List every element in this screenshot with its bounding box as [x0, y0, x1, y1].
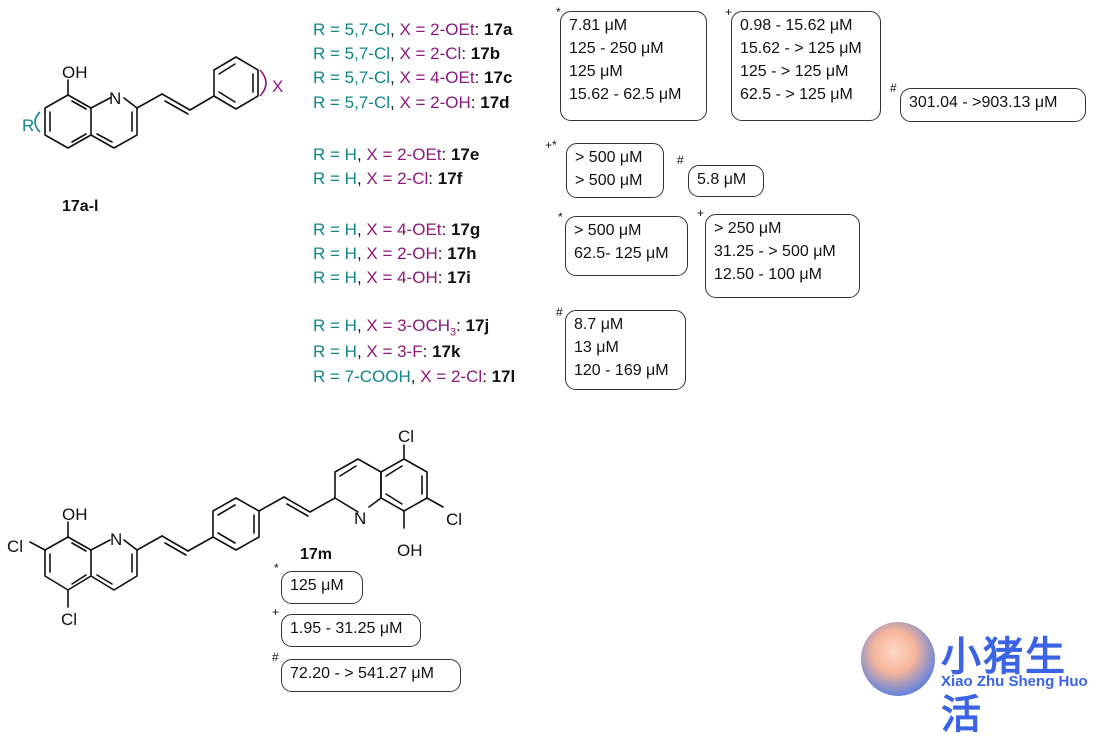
- benzene-ring-left: [44, 94, 92, 149]
- n-label: N: [109, 89, 121, 108]
- oh-left: OH: [62, 505, 88, 524]
- marker-m-hash: #: [272, 650, 279, 664]
- marker-star-3: *: [558, 210, 563, 224]
- structure-17m: OH Cl Cl N N Cl Cl OH: [7, 427, 462, 629]
- value-box-m-hash: 72.20 - > 541.27 μM: [281, 659, 461, 692]
- marker-hash-4: #: [556, 305, 563, 319]
- value-box-hash: 301.04 - >903.13 μM: [900, 88, 1086, 122]
- marker-plus-3: +: [697, 206, 705, 220]
- value-box-hash-2: 5.8 μM: [688, 165, 764, 197]
- watermark-text-en: Xiao Zhu Sheng Huo: [941, 673, 1088, 690]
- r-label: R: [22, 116, 34, 135]
- benzene-ring-17m-right: [380, 458, 428, 512]
- benzene-ring-17m-left: [44, 536, 92, 591]
- pyridine-ring: [90, 97, 111, 109]
- structure-17a-l: OH N R X: [22, 56, 283, 149]
- marker-m-plus: +: [272, 605, 280, 619]
- value-box-plus-star: > 500 μM > 500 μM: [566, 143, 664, 198]
- row-17d: R = 5,7-Cl, X = 2-OH: 17d: [313, 93, 510, 112]
- marker-m-star: *: [274, 561, 279, 575]
- value-box-m-star: 125 μM: [281, 571, 363, 604]
- value-box-m-plus: 1.95 - 31.25 μM: [281, 614, 421, 647]
- row-17g: R = H, X = 4-OEt: 17g: [313, 220, 481, 239]
- x-label: X: [272, 77, 283, 96]
- value-box-plus: 0.98 - 15.62 μM 15.62 - > 125 μM 125 - >…: [731, 11, 881, 121]
- marker-plus-star: +*: [545, 138, 557, 152]
- value-box-star-3: > 500 μM 62.5- 125 μM: [565, 216, 688, 276]
- row-17f: R = H, X = 2-Cl: 17f: [313, 169, 463, 188]
- marker-star: *: [556, 5, 561, 19]
- cl-left-top: Cl: [7, 537, 23, 556]
- row-17b: R = 5,7-Cl, X = 2-Cl: 17b: [313, 44, 501, 63]
- row-17a: R = 5,7-Cl, X = 2-OEt: 17a: [313, 20, 513, 39]
- n-right: N: [354, 509, 366, 528]
- row-17c: R = 5,7-Cl, X = 4-OEt: 17c: [313, 68, 513, 87]
- watermark-pig-logo-icon: [861, 622, 935, 696]
- phenyl-ring-17m: [212, 497, 260, 551]
- row-17k: R = H, X = 3-F: 17k: [313, 342, 461, 361]
- n-left: N: [110, 530, 122, 549]
- pyridine-ring-17m-right: [334, 497, 359, 513]
- row-17l: R = 7-COOH, X = 2-Cl: 17l: [313, 367, 516, 386]
- oh-right: OH: [397, 541, 423, 560]
- value-box-star: 7.81 μM 125 - 250 μM 125 μM 15.62 - 62.5…: [560, 11, 707, 121]
- compound-label-17m: 17m: [300, 546, 333, 563]
- row-17e: R = H, X = 2-OEt: 17e: [313, 145, 480, 164]
- oh-label: OH: [62, 63, 88, 82]
- marker-hash-2: #: [677, 153, 684, 167]
- value-box-plus-3: > 250 μM 31.25 - > 500 μM 12.50 - 100 μM: [705, 214, 860, 298]
- cl-right-side: Cl: [446, 510, 462, 529]
- phenyl-ring: [213, 56, 259, 110]
- marker-hash: #: [890, 81, 897, 95]
- compound-label-17a-l: 17a-l: [62, 198, 99, 215]
- row-17j: R = H, X = 3-OCH3: 17j: [313, 316, 490, 339]
- value-box-hash-4: 8.7 μM 13 μM 120 - 169 μM: [565, 310, 686, 390]
- row-17h: R = H, X = 2-OH: 17h: [313, 244, 477, 263]
- marker-plus: +: [725, 5, 733, 19]
- cl-right-top: Cl: [398, 427, 414, 446]
- row-17i: R = H, X = 4-OH: 17i: [313, 268, 471, 287]
- cl-left-bottom: Cl: [61, 610, 77, 629]
